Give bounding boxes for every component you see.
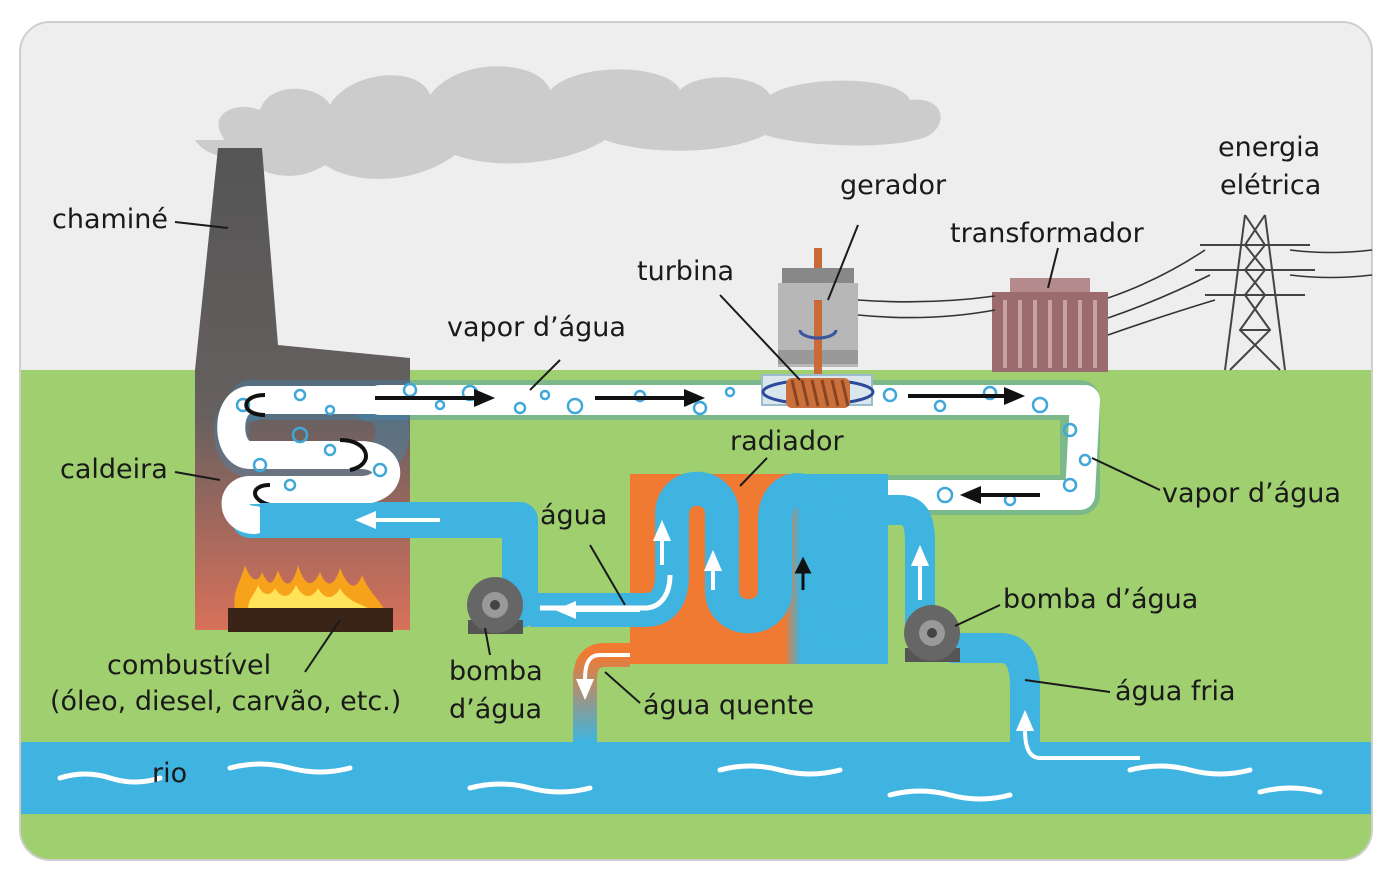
turbine-icon: [761, 374, 875, 408]
label-cold-water: água fria: [1115, 676, 1236, 707]
river-waves: [57, 761, 1323, 802]
water-pump-left-icon: [467, 577, 523, 634]
label-electric-energy-line2: elétrica: [1220, 170, 1322, 201]
label-pump-left-line2: d’água: [449, 694, 543, 725]
water-pipe-boiler: [260, 503, 537, 605]
label-electric-energy-line1: energia: [1218, 132, 1321, 163]
card-border: [19, 21, 1373, 861]
label-water: água: [540, 500, 608, 531]
label-transformer: transformador: [950, 218, 1144, 249]
transformer-icon: [992, 278, 1108, 372]
cold-water-arrows: [910, 544, 1140, 760]
label-steam-top: vapor d’água: [447, 312, 626, 343]
label-fuel-line2: (óleo, diesel, carvão, etc.): [50, 686, 402, 717]
electric-tower-icon: [1195, 214, 1315, 371]
label-radiator: radiador: [730, 426, 844, 457]
label-generator: gerador: [840, 170, 947, 201]
label-pump-right: bomba d’água: [1003, 584, 1199, 615]
label-hot-water: água quente: [643, 690, 815, 721]
label-steam-right: vapor d’água: [1162, 478, 1341, 509]
radiator-steam-arrows: [794, 556, 812, 590]
radiator-coil: [530, 471, 887, 647]
river: [20, 742, 1372, 814]
fire-icon: [234, 565, 385, 610]
water-pump-right-icon: [904, 605, 960, 662]
label-boiler: caldeira: [60, 454, 168, 485]
label-fuel-line1: combustível: [107, 650, 272, 681]
generator-icon: [778, 248, 858, 380]
label-pump-left-line1: bomba: [449, 656, 543, 687]
steam-arrows: [244, 386, 1040, 507]
smoke: [195, 66, 941, 179]
radiator-arrows: [554, 519, 723, 620]
water-arrow: [354, 510, 440, 530]
hot-water-arrow: [575, 653, 630, 701]
label-turbine: turbina: [637, 256, 735, 287]
label-leader-lines: [174, 221, 1161, 704]
label-river: rio: [152, 758, 188, 789]
power-lines: [857, 249, 1373, 336]
fuel-tray: [228, 608, 393, 632]
label-chimney: chaminé: [52, 204, 169, 235]
